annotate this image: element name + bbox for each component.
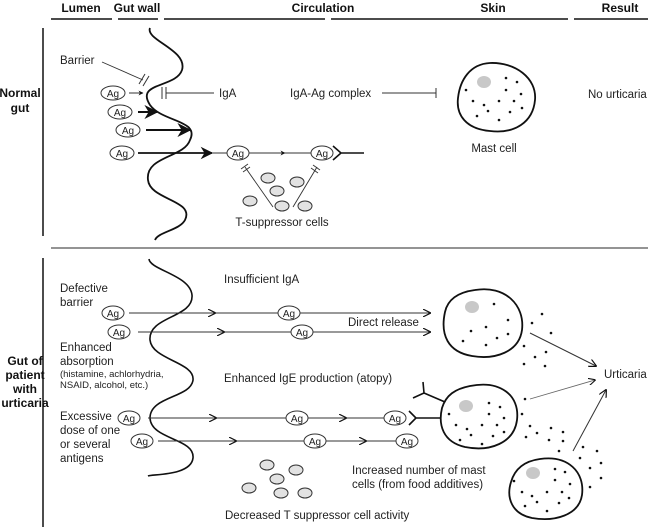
- svg-text:Ag: Ag: [113, 328, 125, 339]
- svg-text:Ag: Ag: [291, 414, 303, 425]
- ige-receptor-icon: [408, 410, 441, 426]
- excessive-dose-3: or several: [60, 439, 111, 451]
- iga-label: IgA: [219, 88, 237, 100]
- mast-cell-label: Mast cell: [471, 143, 516, 155]
- header-lumen: Lumen: [61, 1, 100, 15]
- row-label-normal-2: gut: [11, 101, 30, 115]
- t-suppressor-cells: [242, 172, 313, 212]
- row-label-patient-1: Gut of: [7, 354, 43, 368]
- pathway-enhanced-absorption: Ag Ag: [107, 324, 430, 340]
- released-granules-c: [578, 445, 603, 489]
- excessive-dose-2: dose of one: [60, 425, 120, 437]
- svg-text:Ag: Ag: [123, 414, 135, 425]
- insufficient-iga-label: Insufficient IgA: [224, 274, 300, 286]
- pathway-excessive-dose-2: Ag Ag Ag: [130, 433, 419, 449]
- svg-text:Ag: Ag: [107, 309, 119, 320]
- no-urticaria-result: No urticaria: [588, 89, 647, 101]
- ige-antibody-icon: [412, 381, 446, 403]
- patient-gut-section: Gut of patient with urticaria Defective …: [1, 258, 647, 522]
- barrier-label: Barrier: [60, 55, 95, 67]
- column-headers: Lumen Gut wall Circulation Skin Result: [51, 1, 648, 20]
- antigen-3: [115, 122, 141, 138]
- svg-text:Ag: Ag: [122, 126, 134, 137]
- lumen-antigens: Ag Ag Ag Ag: [100, 85, 141, 161]
- arrow-to-urticaria-c: [572, 390, 606, 452]
- pathway-excessive-dose-1: Ag Ag Ag: [117, 410, 407, 426]
- row-label-patient-4: urticaria: [1, 396, 49, 410]
- increased-mast-label-1: Increased number of mast: [352, 465, 486, 477]
- enhanced-absorption-label-1: Enhanced: [60, 342, 112, 354]
- svg-text:Ag: Ag: [136, 437, 148, 448]
- mast-cell-b: [439, 383, 519, 450]
- barrier-pointer: [101, 61, 144, 81]
- svg-text:Ag: Ag: [389, 414, 401, 425]
- svg-text:Ag: Ag: [401, 437, 413, 448]
- antibody-receptor-icon: [332, 145, 364, 161]
- released-granules-b: [520, 397, 565, 453]
- urticaria-result: Urticaria: [604, 369, 647, 381]
- nucleus: [465, 301, 479, 313]
- excessive-dose-1: Excessive: [60, 411, 112, 423]
- header-skin: Skin: [480, 1, 505, 15]
- nucleus: [459, 400, 473, 412]
- header-result: Result: [602, 1, 639, 15]
- t-suppressor-inhibit-lines: [240, 163, 321, 208]
- svg-text:Ag: Ag: [283, 309, 295, 320]
- gut-wall-normal: [146, 27, 193, 241]
- svg-text:Ag: Ag: [232, 149, 244, 160]
- enhanced-absorption-label-2: absorption: [60, 356, 114, 368]
- svg-text:Ag: Ag: [114, 108, 126, 119]
- mast-cell-normal: [456, 62, 536, 133]
- absorption-causes-1: (histamine, achlorhydria,: [60, 369, 164, 380]
- normal-gut-section: Normal gut Barrier Ag Ag Ag Ag: [0, 27, 647, 241]
- header-circulation: Circulation: [292, 1, 355, 15]
- svg-text:Ag: Ag: [107, 89, 119, 100]
- row-label-patient-2: patient: [5, 368, 44, 382]
- iga-block-icon: [161, 87, 214, 99]
- svg-text:Ag: Ag: [316, 149, 328, 160]
- header-gut-wall: Gut wall: [114, 1, 161, 15]
- direct-release-label: Direct release: [348, 317, 419, 329]
- t-suppressor-cells-decreased: [241, 459, 313, 499]
- defective-barrier-label-2: barrier: [60, 297, 93, 309]
- nucleus: [526, 467, 540, 479]
- pathway-defective-barrier: Ag Ag: [101, 305, 430, 321]
- nucleus: [477, 76, 491, 88]
- row-label-normal-1: Normal: [0, 86, 41, 100]
- mast-cell-a: [442, 288, 524, 358]
- svg-text:Ag: Ag: [309, 437, 321, 448]
- enhanced-ige-label: Enhanced IgE production (atopy): [224, 373, 392, 385]
- arrow-to-urticaria-b: [529, 380, 595, 400]
- decreased-t-label: Decreased T suppressor cell activity: [225, 510, 410, 522]
- iga-ag-complex-label: IgA-Ag complex: [290, 88, 371, 100]
- svg-text:Ag: Ag: [116, 149, 128, 160]
- excessive-dose-4: antigens: [60, 453, 104, 465]
- mast-cell-c: [508, 457, 584, 520]
- row-label-patient-3: with: [12, 382, 37, 396]
- gut-wall-patient: [147, 258, 194, 477]
- absorption-causes-2: NSAID, alcohol, etc.): [60, 380, 148, 391]
- arrow-to-urticaria-a: [529, 332, 596, 366]
- barrier-block-icon: [138, 73, 150, 87]
- circ-antigen-2: [310, 145, 334, 161]
- antigen-1: [100, 85, 126, 101]
- svg-text:Ag: Ag: [296, 328, 308, 339]
- defective-barrier-label-1: Defective: [60, 283, 108, 295]
- antigen-4: [109, 145, 135, 161]
- t-suppressor-label: T-suppressor cells: [235, 217, 329, 229]
- antigen-2: [107, 104, 133, 120]
- released-granules-a: [522, 312, 553, 368]
- increased-mast-label-2: cells (from food additives): [352, 479, 483, 491]
